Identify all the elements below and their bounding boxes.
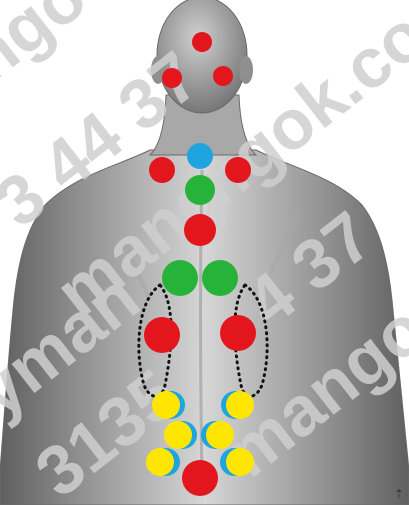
ear-right [239, 56, 253, 84]
yellow-marker [146, 448, 174, 476]
yellow-marker [152, 391, 180, 419]
red-marker [162, 68, 182, 88]
green-marker [202, 260, 238, 296]
red-marker [192, 32, 212, 52]
red-marker [182, 460, 218, 496]
red-marker [225, 157, 251, 183]
red-marker [144, 317, 180, 353]
yellow-marker [206, 421, 234, 449]
blue-marker [187, 143, 213, 169]
green-marker [162, 260, 198, 296]
red-marker [213, 66, 233, 86]
corner-arrow-icon: ⇡ [394, 487, 404, 501]
red-marker [184, 214, 216, 246]
red-marker [220, 315, 256, 351]
red-marker [149, 157, 175, 183]
yellow-marker [226, 448, 254, 476]
yellow-marker [226, 391, 254, 419]
green-marker [185, 175, 215, 205]
yellow-marker [164, 421, 192, 449]
